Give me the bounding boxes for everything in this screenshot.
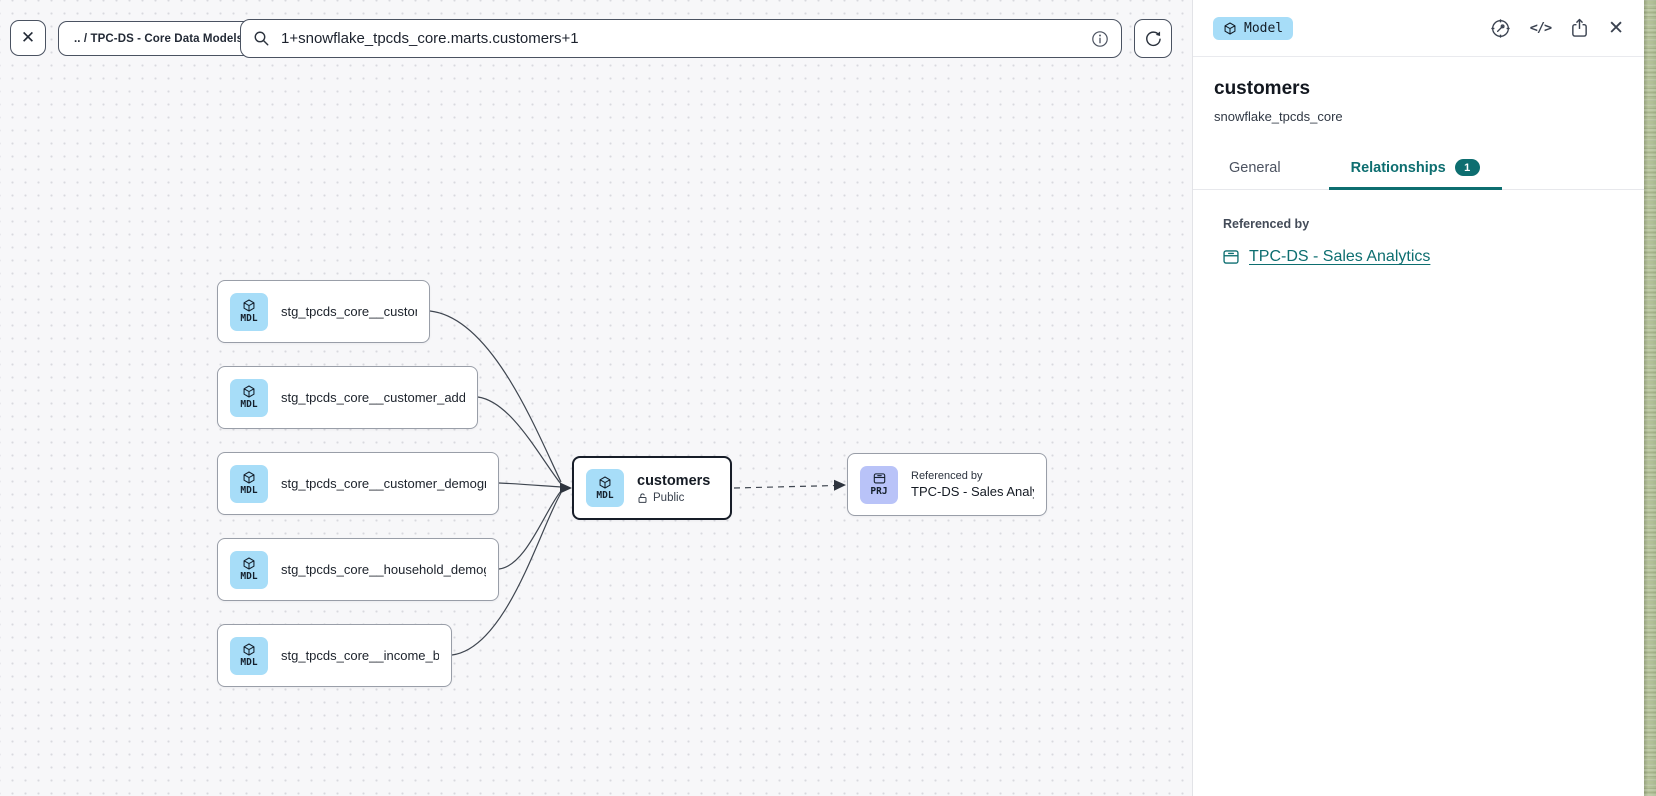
- node-label: stg_tpcds_core__customer_demogra...: [281, 476, 486, 491]
- referenced-by-link[interactable]: TPC-DS - Sales Analytics: [1249, 248, 1431, 265]
- project-subtitle: snowflake_tpcds_core: [1214, 109, 1343, 124]
- details-panel-header: Model </> ✕: [1193, 0, 1644, 57]
- page-title: customers: [1214, 78, 1311, 99]
- model-type-badge: MDL: [230, 636, 268, 675]
- node-stg-tpcds-core-customer[interactable]: MDL stg_tpcds_core__customer: [217, 280, 430, 343]
- share-button[interactable]: [1570, 18, 1589, 38]
- desktop-background-strip: [1644, 0, 1656, 796]
- refresh-icon: [1144, 29, 1163, 48]
- node-access-label: Public: [653, 491, 685, 504]
- referenced-by-heading: Referenced by: [1223, 217, 1310, 231]
- close-icon: ✕: [20, 28, 36, 47]
- breadcrumb[interactable]: .. / TPC-DS - Core Data Models: [58, 21, 260, 56]
- edge-customer-demographics: [498, 482, 562, 488]
- cube-icon: [243, 299, 255, 312]
- open-padlock-icon: [638, 492, 647, 503]
- node-access-row: Public: [637, 492, 710, 504]
- close-lineage-button[interactable]: ✕: [10, 20, 46, 56]
- arrowhead-into-project: [834, 479, 846, 491]
- model-type-badge: MDL: [230, 292, 268, 331]
- info-icon[interactable]: [1091, 30, 1109, 48]
- badge-label: MDL: [240, 313, 258, 324]
- compass-icon: [1491, 18, 1510, 38]
- edge-referenced-by: [733, 484, 837, 489]
- referenced-by-item[interactable]: TPC-DS - Sales Analytics: [1222, 248, 1644, 266]
- node-label: stg_tpcds_core__customer: [281, 304, 417, 319]
- search-icon: [253, 30, 270, 47]
- badge-label: MDL: [240, 399, 258, 410]
- node-title: TPC-DS - Sales Analytics: [911, 484, 1034, 499]
- badge-label: MDL: [240, 571, 258, 582]
- node-label: stg_tpcds_core__household_demogr...: [281, 562, 486, 577]
- node-stg-tpcds-core-customer-address[interactable]: MDL stg_tpcds_core__customer_address: [217, 366, 478, 429]
- archive-box-icon: [1223, 250, 1239, 264]
- cube-icon: [243, 385, 255, 398]
- model-type-badge: Model: [1213, 16, 1294, 40]
- share-icon: [1572, 18, 1587, 37]
- project-type-badge: PRJ: [860, 465, 898, 504]
- badge-label: MDL: [240, 485, 258, 496]
- cube-icon: [1224, 21, 1236, 35]
- refresh-button[interactable]: [1134, 19, 1172, 58]
- cube-icon: [599, 475, 611, 489]
- search-input[interactable]: [279, 29, 1082, 48]
- model-type-badge: MDL: [586, 469, 624, 507]
- node-title: customers: [637, 472, 711, 489]
- close-panel-button[interactable]: ✕: [1608, 19, 1624, 38]
- edge-household-demographics: [498, 490, 562, 570]
- node-label: stg_tpcds_core__customer_address: [281, 390, 465, 405]
- node-stg-tpcds-core-income-band[interactable]: MDL stg_tpcds_core__income_band: [217, 624, 452, 687]
- archive-box-icon: [873, 473, 885, 484]
- lineage-search-bar: [240, 19, 1122, 58]
- node-stg-tpcds-core-household-demographics[interactable]: MDL stg_tpcds_core__household_demogr...: [217, 538, 499, 601]
- tab-general[interactable]: General: [1229, 160, 1281, 176]
- tab-relationships[interactable]: Relationships 1: [1328, 159, 1502, 190]
- explore-lineage-button[interactable]: [1490, 18, 1511, 39]
- node-kicker: Referenced by: [911, 470, 983, 482]
- model-type-badge: MDL: [230, 464, 268, 503]
- cube-icon: [243, 471, 255, 484]
- node-label: stg_tpcds_core__income_band: [281, 648, 439, 663]
- tab-relationships-label: Relationships: [1350, 159, 1446, 176]
- badge-label: MDL: [596, 489, 614, 501]
- view-code-button[interactable]: </>: [1529, 20, 1552, 36]
- badge-label: MDL: [240, 657, 258, 668]
- type-badge-label: Model: [1244, 20, 1284, 36]
- badge-label: PRJ: [870, 486, 888, 497]
- cube-icon: [243, 557, 255, 570]
- code-icon: </>: [1529, 20, 1552, 36]
- arrowhead-into-customers: [560, 482, 572, 494]
- details-tabs: General Relationships 1: [1193, 147, 1644, 190]
- close-icon: ✕: [1608, 17, 1624, 39]
- relationships-count-badge: 1: [1454, 159, 1480, 176]
- model-type-badge: MDL: [230, 378, 268, 417]
- node-stg-tpcds-core-customer-demographics[interactable]: MDL stg_tpcds_core__customer_demogra...: [217, 452, 499, 515]
- node-project-tpcds-sales-analytics[interactable]: PRJ Referenced by TPC-DS - Sales Analyti…: [847, 453, 1047, 516]
- node-customers-selected[interactable]: MDL customers Public: [572, 456, 732, 520]
- details-panel-body: customers snowflake_tpcds_core: [1193, 57, 1644, 124]
- details-panel: Model </> ✕ customers snowflake_tpcds_co…: [1192, 0, 1644, 796]
- cube-icon: [243, 643, 255, 656]
- model-type-badge: MDL: [230, 550, 268, 589]
